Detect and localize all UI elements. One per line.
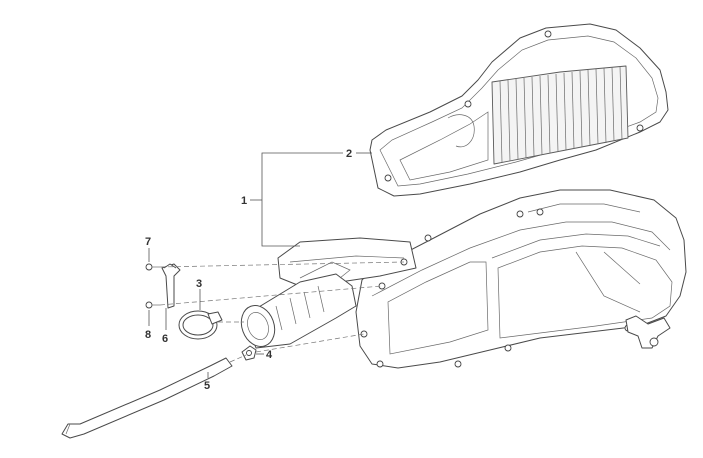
assembly-lines xyxy=(159,261,405,363)
part-label-3: 3 xyxy=(196,278,202,290)
part-label-7: 7 xyxy=(145,236,151,248)
filter-pleats xyxy=(499,65,623,163)
part-label-5: 5 xyxy=(204,380,210,392)
screw-8 xyxy=(145,301,160,309)
hose-clamp xyxy=(178,310,223,340)
bent-pipe xyxy=(161,263,181,309)
drain-hose xyxy=(61,357,233,439)
part-label-2: 2 xyxy=(346,148,352,160)
part-label-6: 6 xyxy=(162,333,168,345)
air-filter-cover xyxy=(369,23,669,197)
leader-lines xyxy=(148,152,372,378)
part-label-1: 1 xyxy=(241,195,247,207)
air-box-housing xyxy=(277,189,687,369)
part-label-4: 4 xyxy=(266,349,273,361)
small-clip xyxy=(241,345,257,361)
part-labels: 2 1 7 3 8 6 4 5 xyxy=(145,148,352,392)
screw-7 xyxy=(145,263,160,271)
part-label-8: 8 xyxy=(145,329,151,341)
intake-sleeve xyxy=(240,261,357,349)
